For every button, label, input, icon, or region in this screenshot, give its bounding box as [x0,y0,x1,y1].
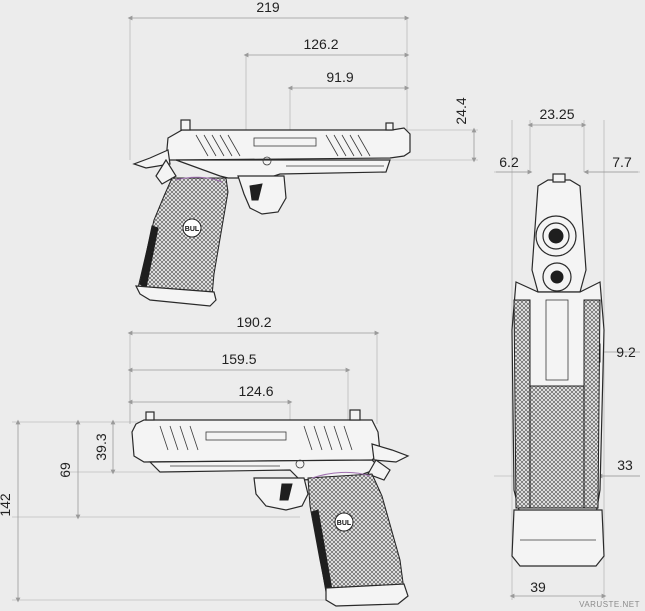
watermark: VARUSTE.NET [579,600,640,609]
dim-9-2: 9.2 [616,344,636,360]
magwell [134,285,217,307]
grip-logo-text-bottom: BUL [337,520,352,527]
muzzle [548,228,564,244]
grip-logo-bottom [334,512,354,532]
dim-23-25: 23.25 [539,106,574,122]
hammer-bottom [371,443,410,463]
front-view: 23.25 6.2 7.7 9.2 33 39 [494,106,640,600]
side-view-top: BUL 219 126.2 91.9 24.4 [127,0,478,307]
beavertail [155,158,177,185]
front-magwell [511,509,605,567]
front-grip-right [583,299,601,509]
dim-91-9: 91.9 [326,69,353,85]
frame-rail [175,159,391,179]
slide [165,127,411,161]
magwell-bottom [325,583,409,607]
front-sight [385,122,394,131]
rear-sight-bottom [349,409,361,421]
grip-logo-text: BUL [185,226,200,233]
trigger-bottom [279,483,293,501]
front-sight-front [552,173,566,183]
dim-69: 69 [57,462,73,478]
front-grip-center [529,385,585,509]
rear-sight [180,119,191,131]
ejection-port [253,137,317,147]
hammer [132,149,171,169]
dim-190-2: 190.2 [236,314,271,330]
front-sight-bottom [145,411,155,421]
trigger-guard [237,175,287,215]
front-grip-left [513,299,531,509]
dim-33: 33 [617,457,633,473]
dim-126-2: 126.2 [303,36,338,52]
beavertail-bottom [367,459,391,481]
dim-219: 219 [256,0,280,15]
dim-124-6: 124.6 [238,383,273,399]
dim-39-3: 39.3 [93,433,109,460]
slide-serrations-bottom [159,425,353,451]
trigger [249,183,263,201]
slide-serrations [195,134,371,157]
grip-logo [182,218,202,238]
dim-7-7: 7.7 [612,154,632,170]
side-view-bottom: BUL 190.2 159.5 124.6 39.3 69 142 [0,314,410,607]
slide-bottom [131,419,381,463]
dim-24-4: 24.4 [453,97,469,124]
dim-39: 39 [530,579,546,595]
dim-159-5: 159.5 [221,351,256,367]
dim-142: 142 [0,493,13,517]
dim-6-2: 6.2 [499,154,519,170]
